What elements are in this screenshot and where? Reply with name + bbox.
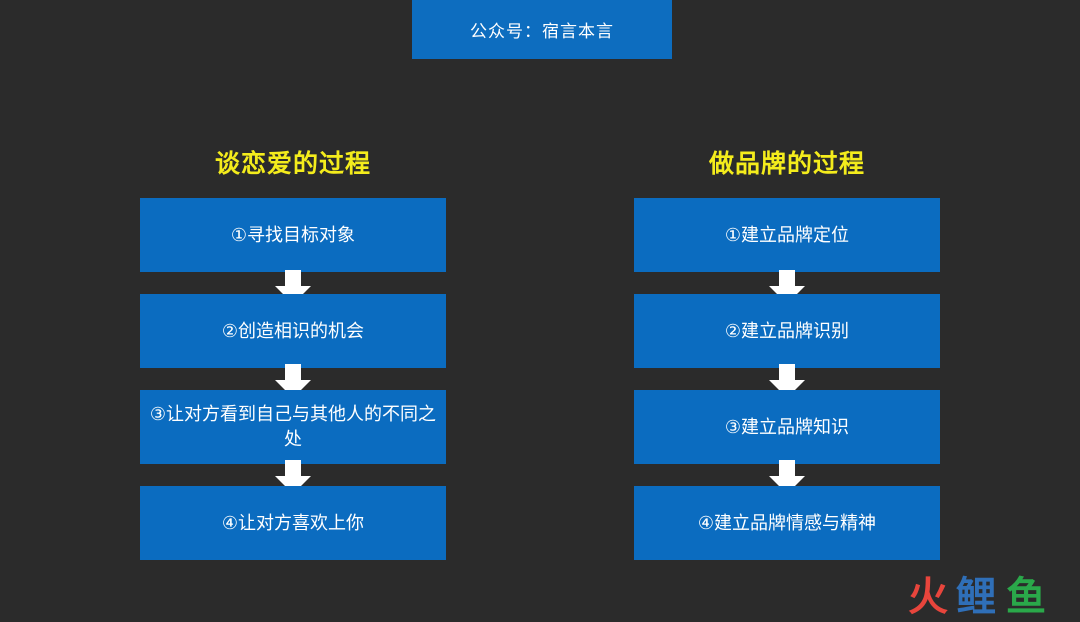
right-column-title: 做品牌的过程 [708,149,865,178]
left-step-2: ②创造相识的机会 [140,294,446,368]
header-label: 公众号：宿言本言 [412,0,672,59]
right-step-4: ④建立品牌情感与精神 [634,486,940,560]
svg-text:鱼: 鱼 [1006,574,1046,618]
left-step-4: ④让对方喜欢上你 [140,486,446,560]
left-step-1: ①寻找目标对象 [140,198,446,272]
right-step-2: ②建立品牌识别 [634,294,940,368]
down-arrow-icon [275,364,311,400]
down-arrow-icon [275,460,311,496]
down-arrow-icon [769,270,805,306]
right-step-1: ①建立品牌定位 [634,198,940,272]
svg-text:鲤: 鲤 [956,574,996,618]
down-arrow-icon [769,460,805,496]
svg-text:火: 火 [908,574,948,618]
down-arrow-icon [275,270,311,306]
left-column-title: 谈恋爱的过程 [214,149,371,178]
watermark-logo: 火 鲤 鱼 [908,572,1058,618]
left-step-3: ③让对方看到自己与其他人的不同之处 [140,390,446,464]
down-arrow-icon [769,364,805,400]
right-step-3: ③建立品牌知识 [634,390,940,464]
